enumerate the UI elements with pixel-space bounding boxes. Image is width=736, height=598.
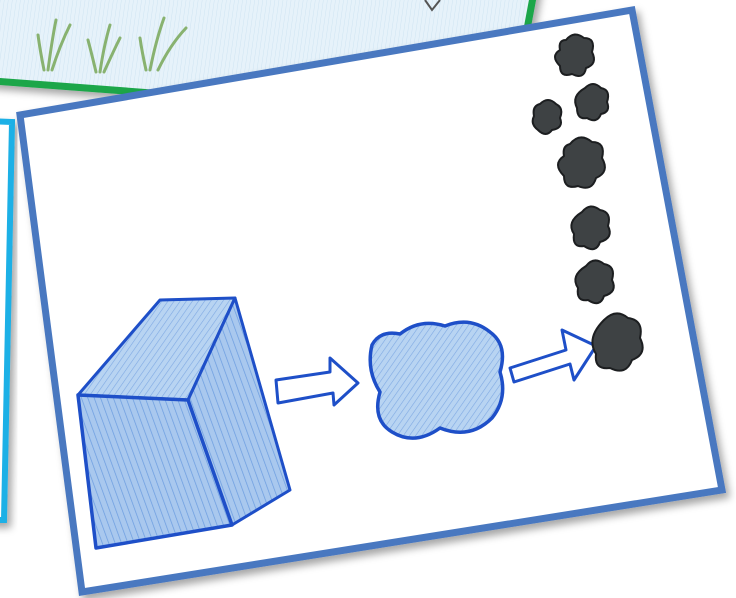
vapor-puffs <box>531 33 644 372</box>
water-puddle-icon <box>368 320 505 440</box>
vapor-puff-icon <box>574 83 610 122</box>
grass-tuft-icon <box>138 16 188 72</box>
small-mark-icon <box>424 0 441 12</box>
vapor-puff-icon <box>554 33 595 77</box>
vapor-puff-icon <box>531 99 563 135</box>
grass-tuft-icon <box>36 18 72 72</box>
vapor-puff-icon <box>591 312 644 372</box>
arrow-right-icon <box>274 356 360 407</box>
vapor-puff-icon <box>570 205 611 251</box>
ice-cube-icon <box>76 296 292 550</box>
vapor-puff-icon <box>557 136 606 189</box>
left-card <box>0 118 16 523</box>
grass-tuft-icon <box>86 23 122 74</box>
melting-drawing <box>76 33 644 550</box>
left-card-frame <box>0 118 16 523</box>
vapor-puff-icon <box>574 259 615 305</box>
arrow-right-icon <box>508 328 598 384</box>
